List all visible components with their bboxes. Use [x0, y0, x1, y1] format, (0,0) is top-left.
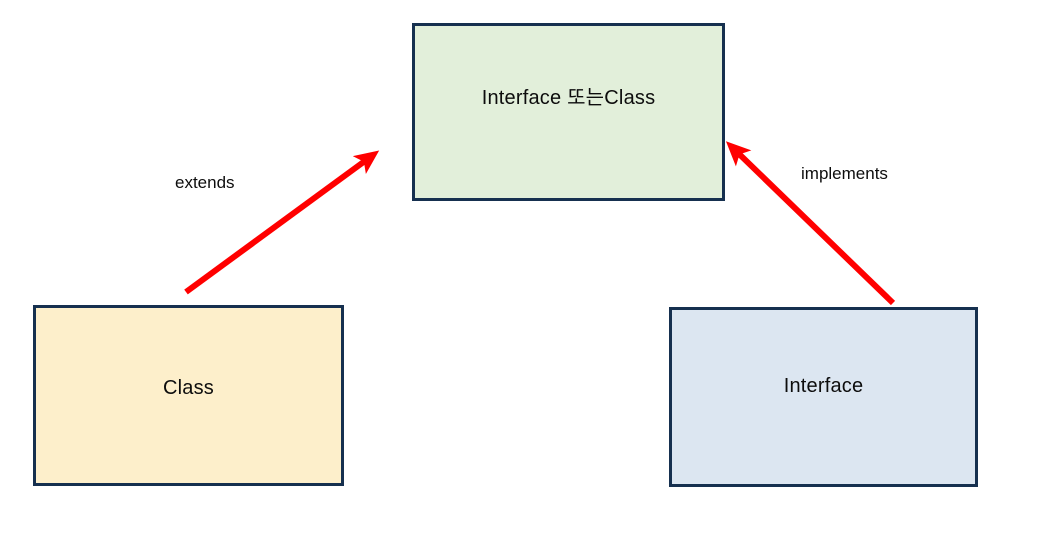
- node-interface-label: Interface: [783, 375, 864, 397]
- node-class-label: Class: [162, 377, 214, 399]
- edge-label-extends: extends: [175, 173, 235, 192]
- node-interface[interactable]: Interface: [669, 307, 978, 487]
- node-interface-or-class[interactable]: Interface 또는Class: [412, 23, 725, 201]
- node-interface-or-class-label: Interface 또는Class: [481, 87, 656, 109]
- node-class[interactable]: Class: [33, 305, 344, 486]
- edge-label-implements: implements: [801, 164, 888, 183]
